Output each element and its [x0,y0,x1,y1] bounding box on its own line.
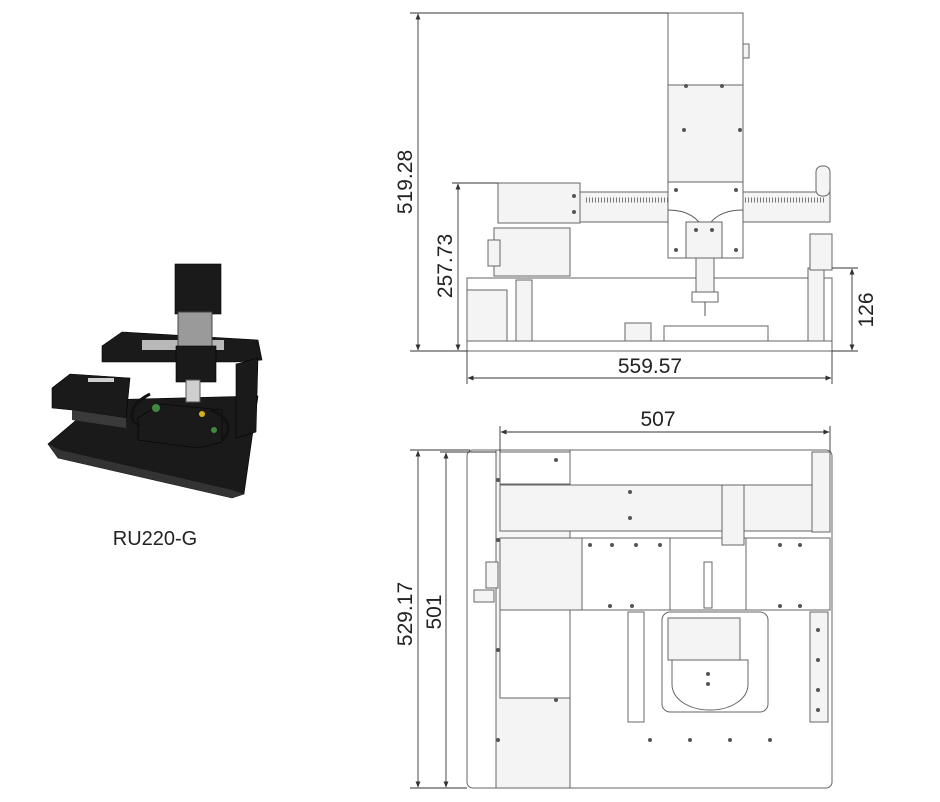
front-y-axis-motor [497,182,581,224]
z-axis-tool [185,379,201,403]
front-y-axis-body [493,227,571,277]
dim-total-depth: 529.17 [394,582,417,646]
top-left-y-axis-block [499,609,571,699]
top-gantry-end [811,451,831,533]
top-x-carriage-left [499,537,583,611]
top-slot [627,611,645,723]
right-column [235,357,259,439]
front-z-axis-holder [685,221,723,259]
top-gantry-beam [499,484,831,532]
top-right-y-rail [809,611,829,723]
dim-stage-height: 126 [855,292,878,327]
top-rotary-disc [671,659,749,711]
front-z-axis-motor [667,12,744,86]
top-dimensions: 507 529.17 501 [394,408,831,789]
top-left-tab [473,589,495,603]
top-z-plate [721,484,745,546]
dim-top-width: 507 [640,408,675,431]
dim-total-height: 519.28 [394,150,417,214]
dim-gantry-height: 257.73 [434,234,457,298]
side-highlight [88,378,114,382]
front-x-axis-end [815,165,831,197]
front-right-post [807,267,825,342]
cable-connector-green-2 [211,427,217,433]
base-plate-edge [48,444,244,498]
cable-connector-green [152,404,160,412]
cable-connector-yellow [199,411,205,417]
top-z-slot [703,561,713,609]
front-z-axis-connector [742,43,750,59]
top-left-bracket [485,561,499,589]
left-y-axis-side [72,410,126,428]
top-rotary-body [667,617,741,661]
z-axis-body [175,345,217,383]
front-z-axis-tool [691,291,719,303]
front-left-post [515,279,533,342]
cables [130,392,230,442]
product-photo [47,263,263,499]
front-view [466,12,833,352]
front-z-axis-spindle [695,257,715,293]
top-left-y-axis-motor [499,451,571,485]
product-model-label: RU220-G [112,528,198,550]
front-right-block [809,233,833,271]
front-left-support [466,289,508,342]
dim-base-depth: 501 [423,594,446,629]
front-dimensions: 519.28 257.73 126 559.57 [394,12,878,384]
front-base-plate [466,340,833,352]
top-view [466,449,833,789]
dim-total-width: 559.57 [618,355,682,378]
front-z-axis-body [667,84,744,183]
front-fixture-plate [663,325,769,342]
front-y-axis-bracket [487,239,501,267]
front-fixture-block [624,322,652,342]
